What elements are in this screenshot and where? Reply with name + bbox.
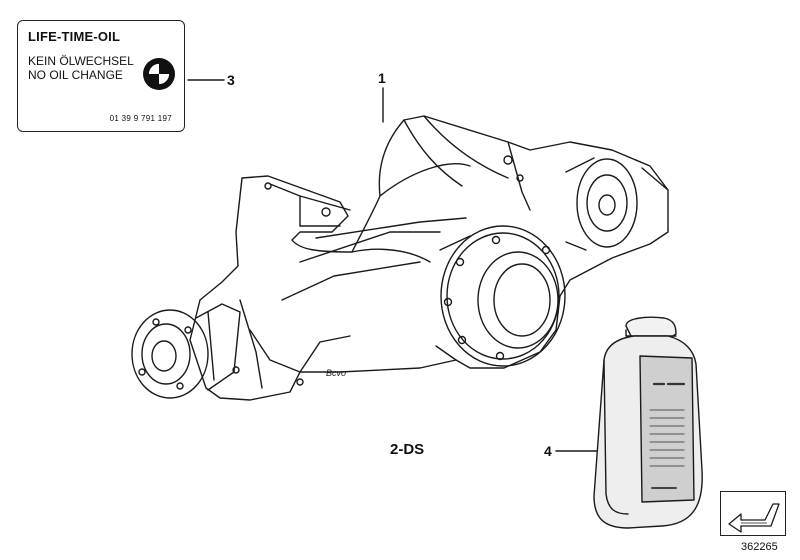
navigation-button[interactable]	[720, 491, 786, 536]
callout-1[interactable]: 1	[378, 70, 386, 86]
bmw-roundel-icon	[143, 58, 175, 90]
svg-text:Bcvo: Bcvo	[326, 368, 346, 378]
callout-4[interactable]: 4	[544, 443, 552, 459]
label-title: LIFE-TIME-OIL	[28, 29, 121, 44]
callout-3[interactable]: 3	[227, 72, 235, 88]
arrow-down-left-icon	[728, 503, 780, 533]
differential-housing: Bcvo	[131, 115, 669, 401]
diagram-id: 362265	[741, 541, 778, 553]
label-line-german: KEIN ÖLWECHSEL	[28, 54, 134, 68]
oil-bottle	[593, 316, 703, 529]
life-time-oil-label: LIFE-TIME-OIL KEIN ÖLWECHSEL NO OIL CHAN…	[17, 20, 185, 132]
label-line-english: NO OIL CHANGE	[28, 68, 123, 82]
label-part-number: 01 39 9 791 197	[109, 114, 172, 123]
variant-label: 2-DS	[390, 441, 425, 458]
